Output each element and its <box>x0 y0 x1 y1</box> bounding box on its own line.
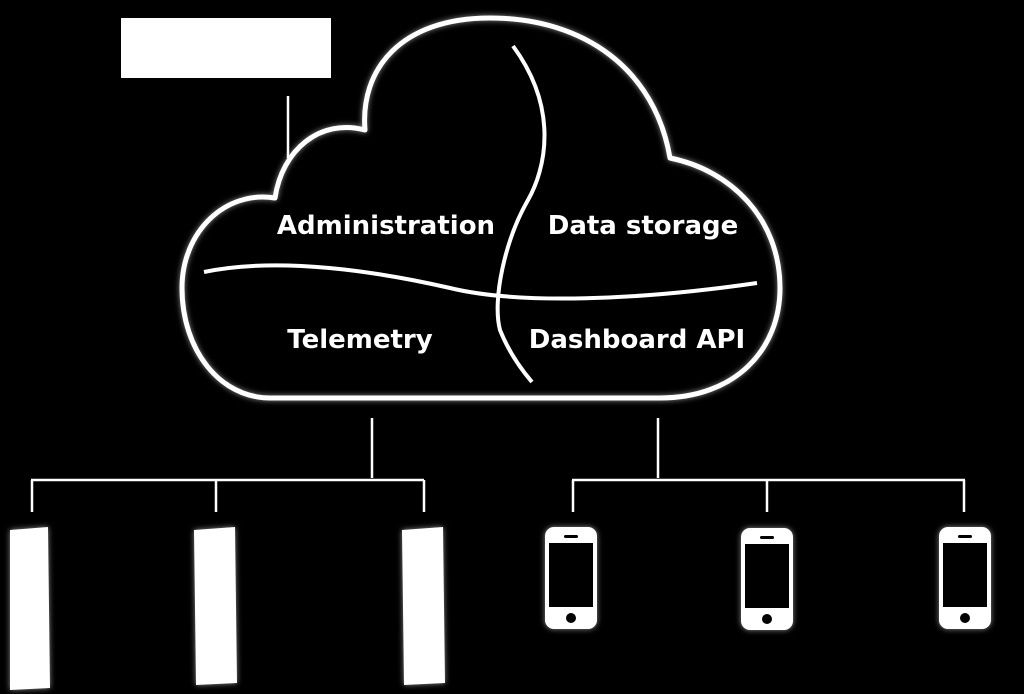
smartphone-icon <box>939 527 991 629</box>
tablet-icon <box>402 527 445 685</box>
left-connector-tree <box>30 418 426 512</box>
right-devices <box>545 527 991 630</box>
left-devices <box>10 527 445 690</box>
cloud-outline <box>179 15 783 401</box>
cloud-divider-horizontal <box>203 263 758 301</box>
cloud-label-administration: Administration <box>277 211 495 241</box>
top-label-box <box>121 18 331 78</box>
cloud-divider-vertical <box>495 44 547 384</box>
tablet-icon <box>10 527 50 690</box>
smartphone-icon <box>741 528 793 630</box>
cloud-label-telemetry: Telemetry <box>287 325 432 355</box>
cloud-label-data-storage: Data storage <box>548 211 739 241</box>
right-connector-tree <box>571 418 966 512</box>
cloud-label-dashboard-api: Dashboard API <box>529 325 745 355</box>
smartphone-icon <box>545 527 597 629</box>
tablet-icon <box>194 527 237 685</box>
